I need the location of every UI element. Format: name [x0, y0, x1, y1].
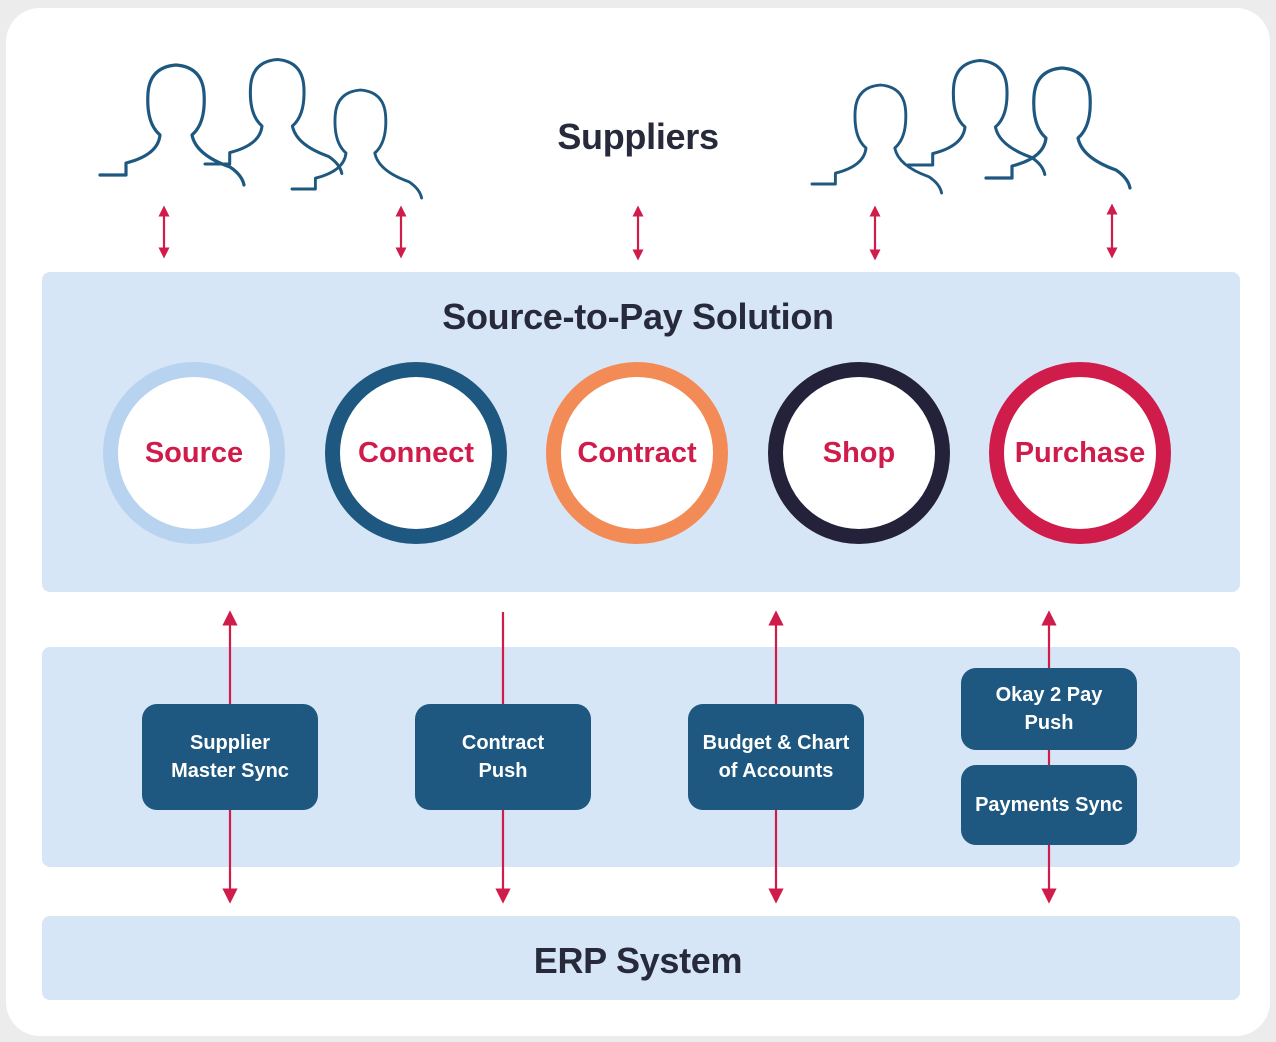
module-label: Source: [144, 436, 244, 469]
erp-band: [42, 916, 1240, 1000]
suppliers-title: Suppliers: [557, 116, 719, 157]
module-label: Connect: [358, 436, 474, 469]
budget-chart-of-accounts-box[interactable]: Budget & Chart of Accounts: [688, 704, 864, 810]
payments-sync-box[interactable]: Payments Sync: [961, 765, 1137, 845]
supplier-master-sync-box[interactable]: Supplier Master Sync: [142, 704, 318, 810]
contract-push-box[interactable]: Contract Push: [415, 704, 591, 810]
module-label: Contract: [577, 436, 697, 469]
module-label: Shop: [822, 436, 896, 469]
okay-2-pay-push-box[interactable]: Okay 2 Pay Push: [961, 668, 1137, 750]
module-label: Purchase: [1014, 436, 1146, 469]
erp-title: ERP System: [533, 940, 743, 981]
solution-title: Source-to-Pay Solution: [442, 296, 834, 337]
